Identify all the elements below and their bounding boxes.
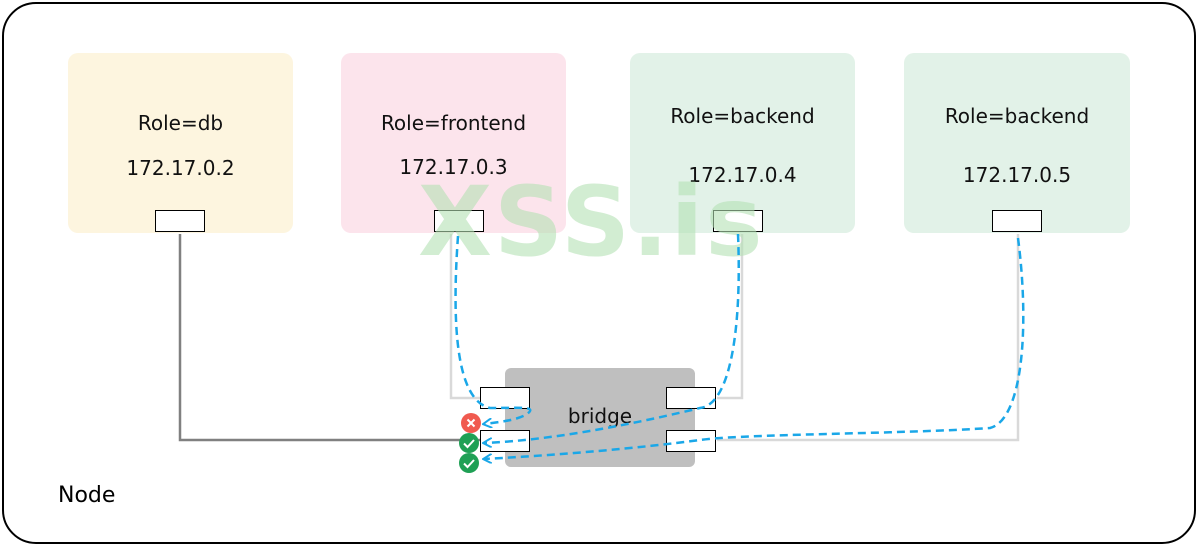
frontend-link-line xyxy=(449,234,480,400)
pod-backend-2: Role=backend 172.17.0.5 xyxy=(904,53,1130,233)
flow-frontend-denied xyxy=(454,235,532,424)
pod-ip-label: 172.17.0.3 xyxy=(399,155,508,179)
watermark: XSS.is xyxy=(418,166,765,278)
backend1-link-line xyxy=(717,234,744,400)
pod-role-label: Role=backend xyxy=(670,104,815,128)
pod-role-label: Role=db xyxy=(137,111,224,135)
pod-port xyxy=(992,210,1042,232)
pod-frontend: Role=frontend 172.17.0.3 xyxy=(341,53,566,233)
deny-x-icon xyxy=(461,413,481,433)
pod-port xyxy=(155,210,205,232)
pod-ip-label: 172.17.0.2 xyxy=(126,156,235,180)
pod-port xyxy=(434,210,484,232)
db-link-line xyxy=(178,234,480,442)
allow-check-icon xyxy=(459,453,479,473)
pod-role-label: Role=frontend xyxy=(380,111,527,135)
pod-ip-label: 172.17.0.4 xyxy=(688,163,797,187)
flow-backend1-allowed xyxy=(484,233,740,443)
pod-port xyxy=(713,210,763,232)
bridge-port-backend-1 xyxy=(666,387,716,409)
node-label: Node xyxy=(58,483,116,508)
pod-ip-label: 172.17.0.5 xyxy=(962,163,1072,187)
allow-check-icon xyxy=(459,433,479,453)
flow-backend2-allowed xyxy=(484,237,1025,459)
node-frame xyxy=(2,2,1196,544)
pod-backend-1: Role=backend 172.17.0.4 xyxy=(630,53,855,233)
pod-role-label: Role=backend xyxy=(944,104,1090,128)
pod-db: Role=db 172.17.0.2 xyxy=(68,53,293,233)
backend2-link-line xyxy=(717,234,1020,442)
